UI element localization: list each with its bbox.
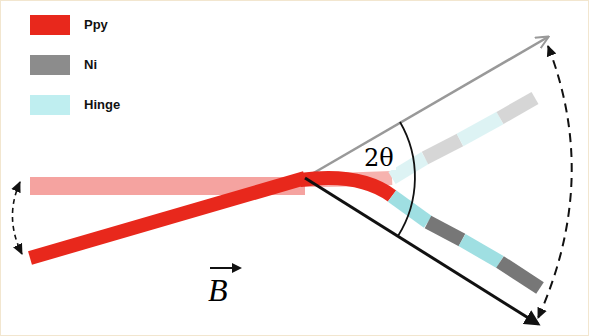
legend-label: Hinge	[84, 97, 120, 112]
field-arrow-b	[305, 178, 538, 324]
rotation-arc	[538, 46, 572, 318]
legend-swatch	[30, 15, 70, 35]
ni-segment	[428, 222, 462, 240]
deflected-up-branch	[300, 98, 535, 180]
legend-swatch	[30, 55, 70, 75]
rod-swing-arc	[12, 182, 22, 254]
legend-label: Ppy	[84, 17, 108, 32]
vector-arrow	[210, 267, 240, 269]
ni-segment	[500, 262, 540, 288]
angle-label: 2θ	[362, 146, 396, 170]
field-label: B	[206, 274, 230, 306]
ppy-bend	[300, 178, 392, 196]
ppy-rod	[30, 178, 305, 258]
legend-swatch	[30, 95, 70, 115]
field-arrow-up	[305, 37, 548, 178]
legend-label: Ni	[84, 57, 97, 72]
hinge-segment	[462, 240, 500, 262]
angle-arc	[398, 122, 415, 236]
